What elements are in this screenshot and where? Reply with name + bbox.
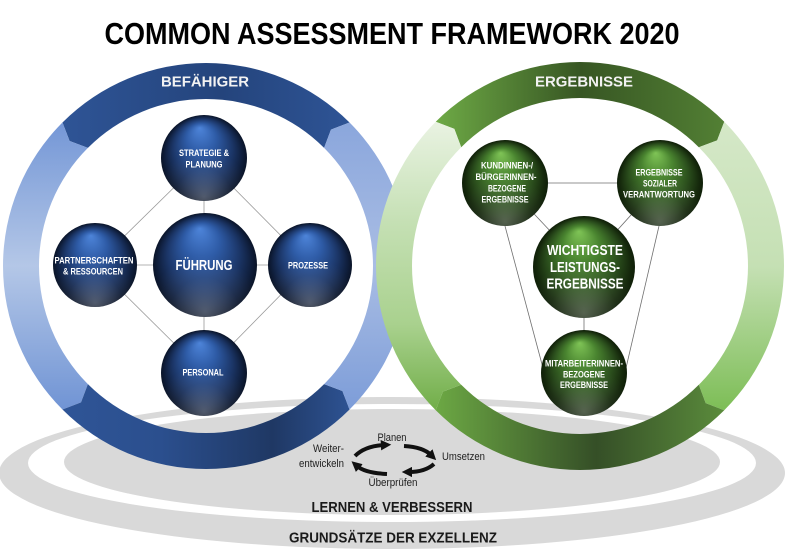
enablers-ring-bottom-segment (62, 384, 350, 469)
node-label-line: ERGEBNISSE (636, 168, 683, 178)
results-node-key-performance: WICHTIGSTE LEISTUNGS- ERGEBNISSE (533, 216, 635, 318)
results-ring-right-segment (698, 121, 785, 411)
node-label-line: PARTNERSCHAFTEN (55, 256, 134, 266)
principles-label: GRUNDSÄTZE DER EXZELLENZ (289, 530, 497, 547)
results-node-social: ERGEBNISSE SOZIALER VERANTWORTUNG (617, 140, 703, 226)
node-label-line: KUNDINNEN-/ (481, 161, 533, 171)
sphere-glow (153, 213, 257, 317)
node-label-line: LEISTUNGS- (550, 260, 620, 276)
results-node-citizen: KUNDINNEN-/ BÜRGERINNEN- BEZOGENE ERGEBN… (462, 140, 548, 226)
page-title: COMMON ASSESSMENT FRAMEWORK 2020 (105, 16, 680, 51)
cycle-act-label-line: entwickeln (299, 458, 344, 470)
node-label-line: ERGEBNISSE (482, 195, 529, 205)
node-label-line: PLANUNG (186, 160, 223, 170)
node-label-line: SOZIALER (643, 179, 677, 189)
results-node-people: MITARBEITERINNEN- BEZOGENE ERGEBNISSE (541, 330, 627, 416)
results-ring: ERGEBNISSE (375, 61, 785, 471)
sphere-glow (617, 140, 703, 226)
enablers-ring-left-segment (3, 122, 88, 410)
node-label-line: ERGEBNISSE (560, 380, 608, 390)
cycle-do-label: Umsetzen (442, 451, 485, 463)
results-label: ERGEBNISSE (535, 74, 633, 91)
results-ring-top-segment (435, 61, 725, 148)
enabler-node-partnerships: PARTNERSCHAFTEN & RESSOURCEN (53, 223, 137, 307)
pdca-cycle: Planen Umsetzen Überprüfen Weiter- entwi… (299, 432, 485, 489)
node-label-line: PERSONAL (183, 368, 224, 378)
cycle-check-label: Überprüfen (369, 477, 418, 489)
node-label-line: PROZESSE (288, 261, 328, 271)
node-label-line: FÜHRUNG (176, 257, 233, 274)
sphere-glow (541, 330, 627, 416)
node-label-line: BEZOGENE (488, 184, 526, 194)
results-ring-bottom-segment (435, 384, 725, 471)
enabler-node-strategy: STRATEGIE & PLANUNG (161, 115, 247, 201)
node-label-line: BEZOGENE (563, 370, 605, 380)
node-label-line: & RESSOURCEN (63, 267, 123, 277)
cycle-arrow-icon (403, 444, 437, 461)
node-label-line: ERGEBNISSE (547, 277, 624, 293)
node-label-line: WICHTIGSTE (547, 243, 623, 259)
enablers-ring-right-segment (324, 122, 409, 410)
sphere-glow (161, 330, 247, 416)
enablers-ring-top-segment (62, 63, 350, 148)
cycle-arrow-icon (351, 461, 388, 476)
cycle-plan-label: Planen (378, 432, 407, 444)
cycle-arrow-icon (353, 439, 392, 458)
cycle-arrow-icon (401, 462, 436, 478)
learning-label: LERNEN & VERBESSERN (312, 500, 473, 516)
sphere-glow (462, 140, 548, 226)
sphere-glow (268, 223, 352, 307)
enabler-node-people: PERSONAL (161, 330, 247, 416)
sphere-glow (533, 216, 635, 318)
connector-line (504, 225, 544, 369)
node-label-line: STRATEGIE & (179, 148, 229, 158)
sphere-glow (53, 223, 137, 307)
node-label-line: BÜRGERINNEN- (476, 172, 537, 182)
enabler-node-leadership: FÜHRUNG (153, 213, 257, 317)
enablers-label: BEFÄHIGER (161, 74, 249, 91)
enabler-node-processes: PROZESSE (268, 223, 352, 307)
sphere-glow (161, 115, 247, 201)
enablers-ring: BEFÄHIGER (3, 63, 409, 469)
results-ring-left-segment (375, 121, 462, 411)
node-label-line: MITARBEITERINNEN- (545, 359, 623, 369)
node-label-line: VERANTWORTUNG (623, 190, 695, 200)
cycle-act-label-line: Weiter- (313, 443, 344, 455)
connector-line (625, 225, 660, 369)
